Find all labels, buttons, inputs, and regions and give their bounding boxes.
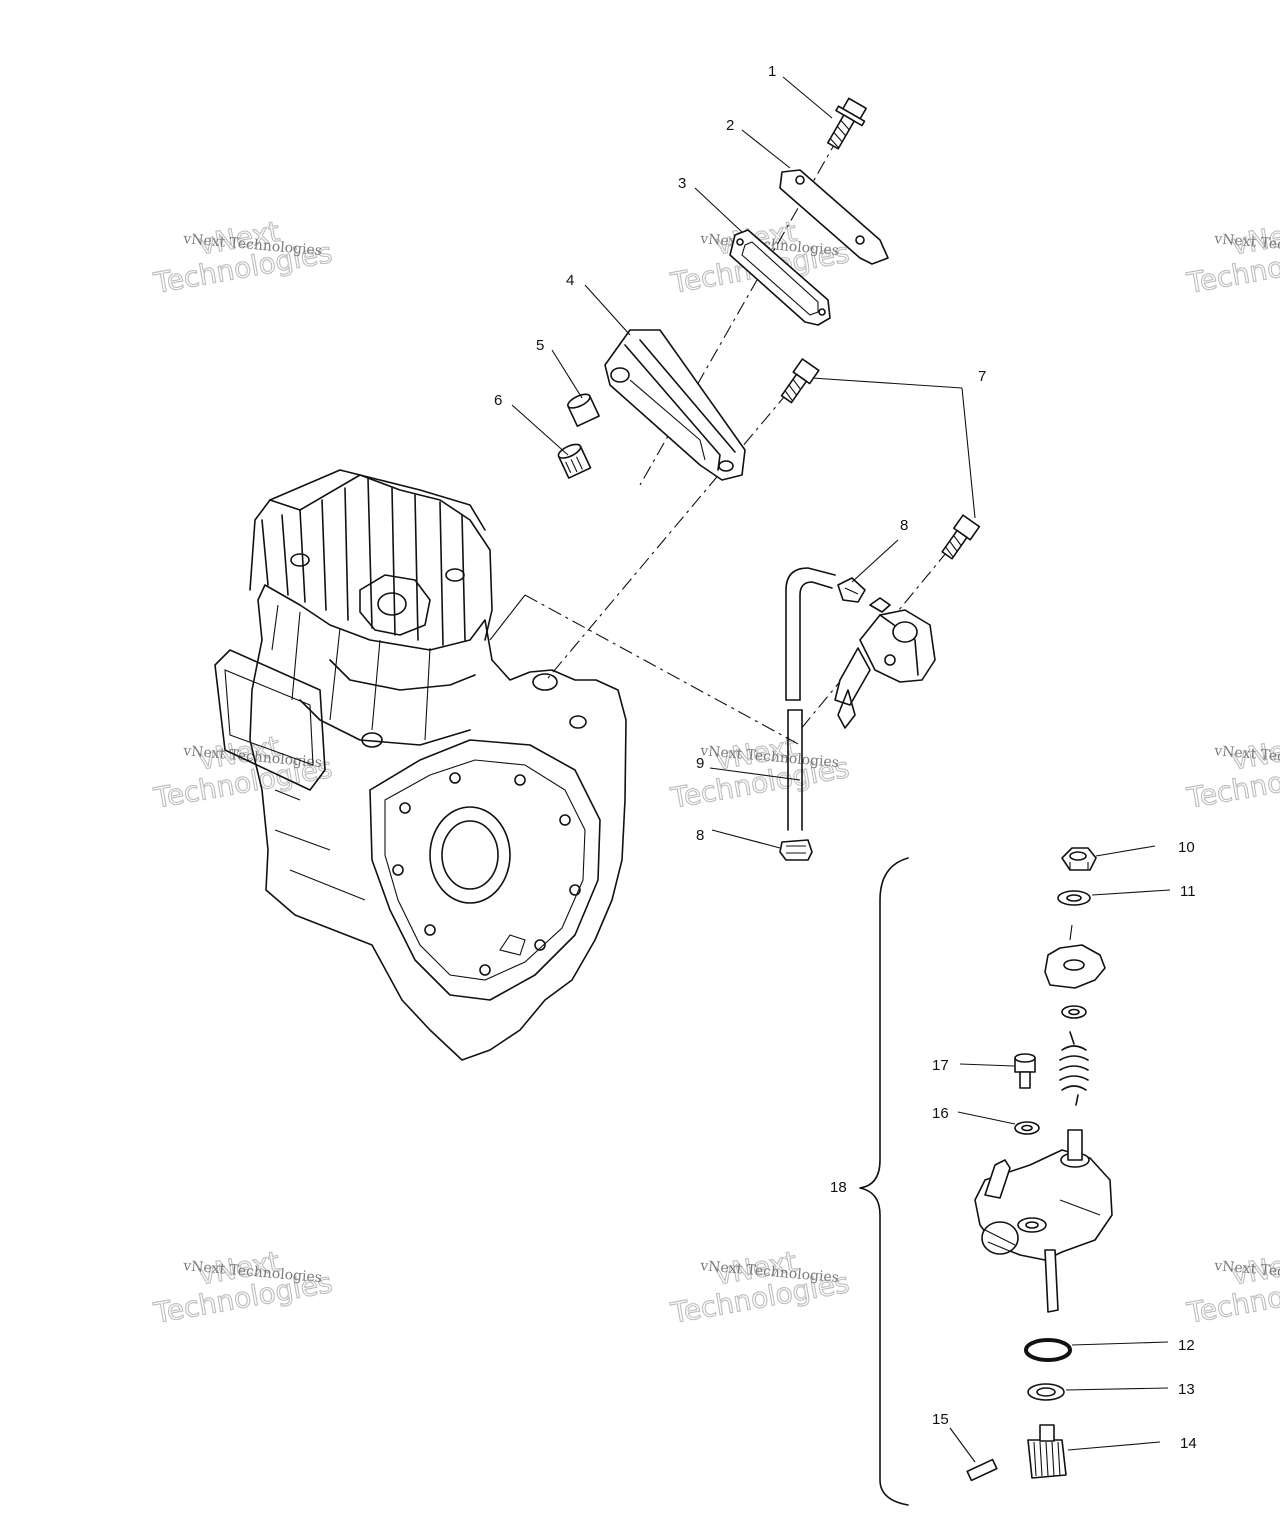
- screw-part-7-lower: [941, 514, 981, 560]
- callout-15: 15: [932, 1411, 949, 1428]
- callout-8-lower: 8: [696, 827, 704, 844]
- callout-10: 10: [1178, 839, 1195, 856]
- callout-2: 2: [726, 117, 734, 134]
- pump-body: [974, 1129, 1113, 1313]
- callout-7: 7: [978, 368, 986, 385]
- seal-part-13: [1027, 1383, 1065, 1401]
- engine-block: [214, 469, 627, 1061]
- hose-clamp-part-8-upper: [837, 577, 866, 603]
- callout-6: 6: [494, 392, 502, 409]
- washer-part-11: [1057, 890, 1091, 906]
- callout-17: 17: [932, 1057, 949, 1074]
- watermark-9: vNext Technologies: [1183, 1244, 1280, 1330]
- sleeve-part-6: [557, 443, 592, 479]
- callout-3: 3: [678, 175, 686, 192]
- watermark-6: vNext Technologies: [1183, 729, 1280, 815]
- assembly-bracket-18: [859, 857, 909, 1506]
- callout-13: 13: [1178, 1381, 1195, 1398]
- callout-16: 16: [932, 1105, 949, 1122]
- callout-14: 14: [1180, 1435, 1197, 1452]
- gasket-part-3: [729, 229, 831, 326]
- pin-part-15: [966, 1458, 998, 1482]
- gear-part-14: [1027, 1424, 1067, 1479]
- callout-numbers: 1 2 3 4 5 6 7 8 9 8 10 11 12 13 14 15 16…: [494, 63, 1197, 1452]
- washer-part-16: [1014, 1121, 1040, 1135]
- pump-washer: [1061, 1005, 1087, 1019]
- callout-11: 11: [1180, 883, 1196, 900]
- callout-4: 4: [566, 272, 574, 289]
- callout-12: 12: [1178, 1337, 1195, 1354]
- pump-spring: [1059, 1031, 1089, 1106]
- oil-hose-part-9: [785, 567, 836, 831]
- hose-clamp-part-8-lower: [779, 839, 813, 861]
- nut-part-10: [1061, 847, 1097, 871]
- callout-18: 18: [830, 1179, 847, 1196]
- screw-part-17: [1014, 1053, 1036, 1089]
- cover-plate-part-2: [779, 169, 889, 265]
- pump-lever: [1044, 924, 1106, 989]
- callout-1: 1: [768, 63, 776, 80]
- watermark-3: vNext Technologies: [1183, 214, 1280, 300]
- oil-pump-assembled: [834, 597, 936, 729]
- fitting-part-5: [567, 393, 600, 427]
- bolt-part-1: [827, 97, 867, 150]
- callout-5: 5: [536, 337, 544, 354]
- callout-8-upper: 8: [900, 517, 908, 534]
- o-ring-part-12: [1024, 1338, 1072, 1362]
- screw-part-7-upper: [780, 358, 820, 404]
- housing-part-4: [604, 329, 746, 481]
- callout-9: 9: [696, 755, 704, 772]
- callout-leaders: [511, 76, 1171, 1463]
